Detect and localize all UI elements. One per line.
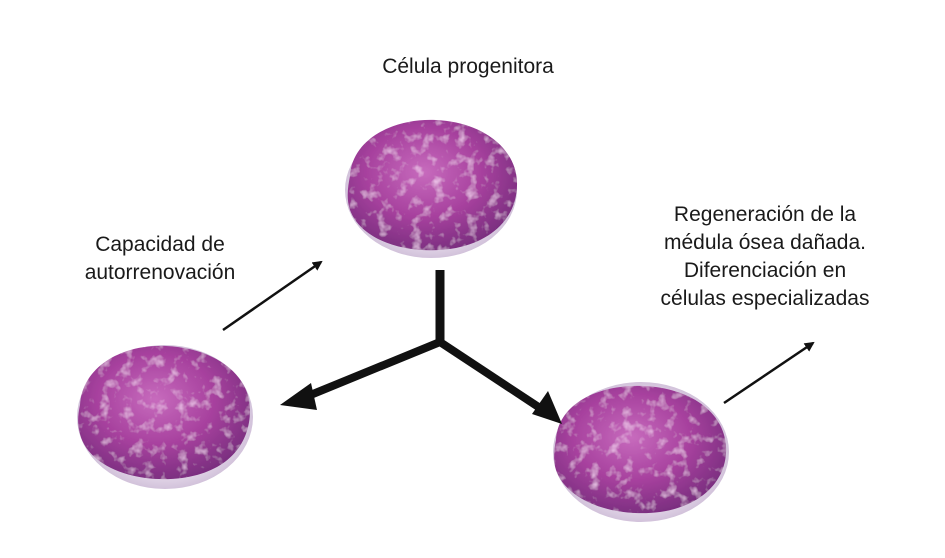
thin-arrows (222, 260, 815, 405)
label-regeneration-line-3: Diferenciación en (683, 259, 847, 282)
label-self-renewal: Capacidad de autorrenovación (40, 231, 280, 287)
differentiated-cell (553, 382, 729, 522)
arrow-head-left (280, 383, 317, 410)
label-self-renewal-line-1: Capacidad de (95, 233, 225, 256)
branching-arrows (280, 270, 562, 424)
differentiation-arrow (723, 341, 815, 405)
self-renewed-cell (77, 345, 253, 489)
progenitor-cell (345, 119, 518, 258)
self-renewal-arrow (222, 260, 323, 332)
label-regeneration: Regeneración de la médula ósea dañada. D… (620, 201, 910, 313)
label-progenitor-text: Célula progenitora (382, 55, 554, 78)
label-regeneration-line-1: Regeneración de la (673, 203, 857, 226)
label-progenitor-cell: Célula progenitora (318, 53, 618, 81)
arrow-head-right (532, 391, 562, 424)
label-self-renewal-line-2: autorrenovación (84, 261, 236, 284)
label-regeneration-line-4: células especializadas (660, 287, 870, 310)
label-regeneration-line-2: médula ósea dañada. (664, 231, 866, 254)
